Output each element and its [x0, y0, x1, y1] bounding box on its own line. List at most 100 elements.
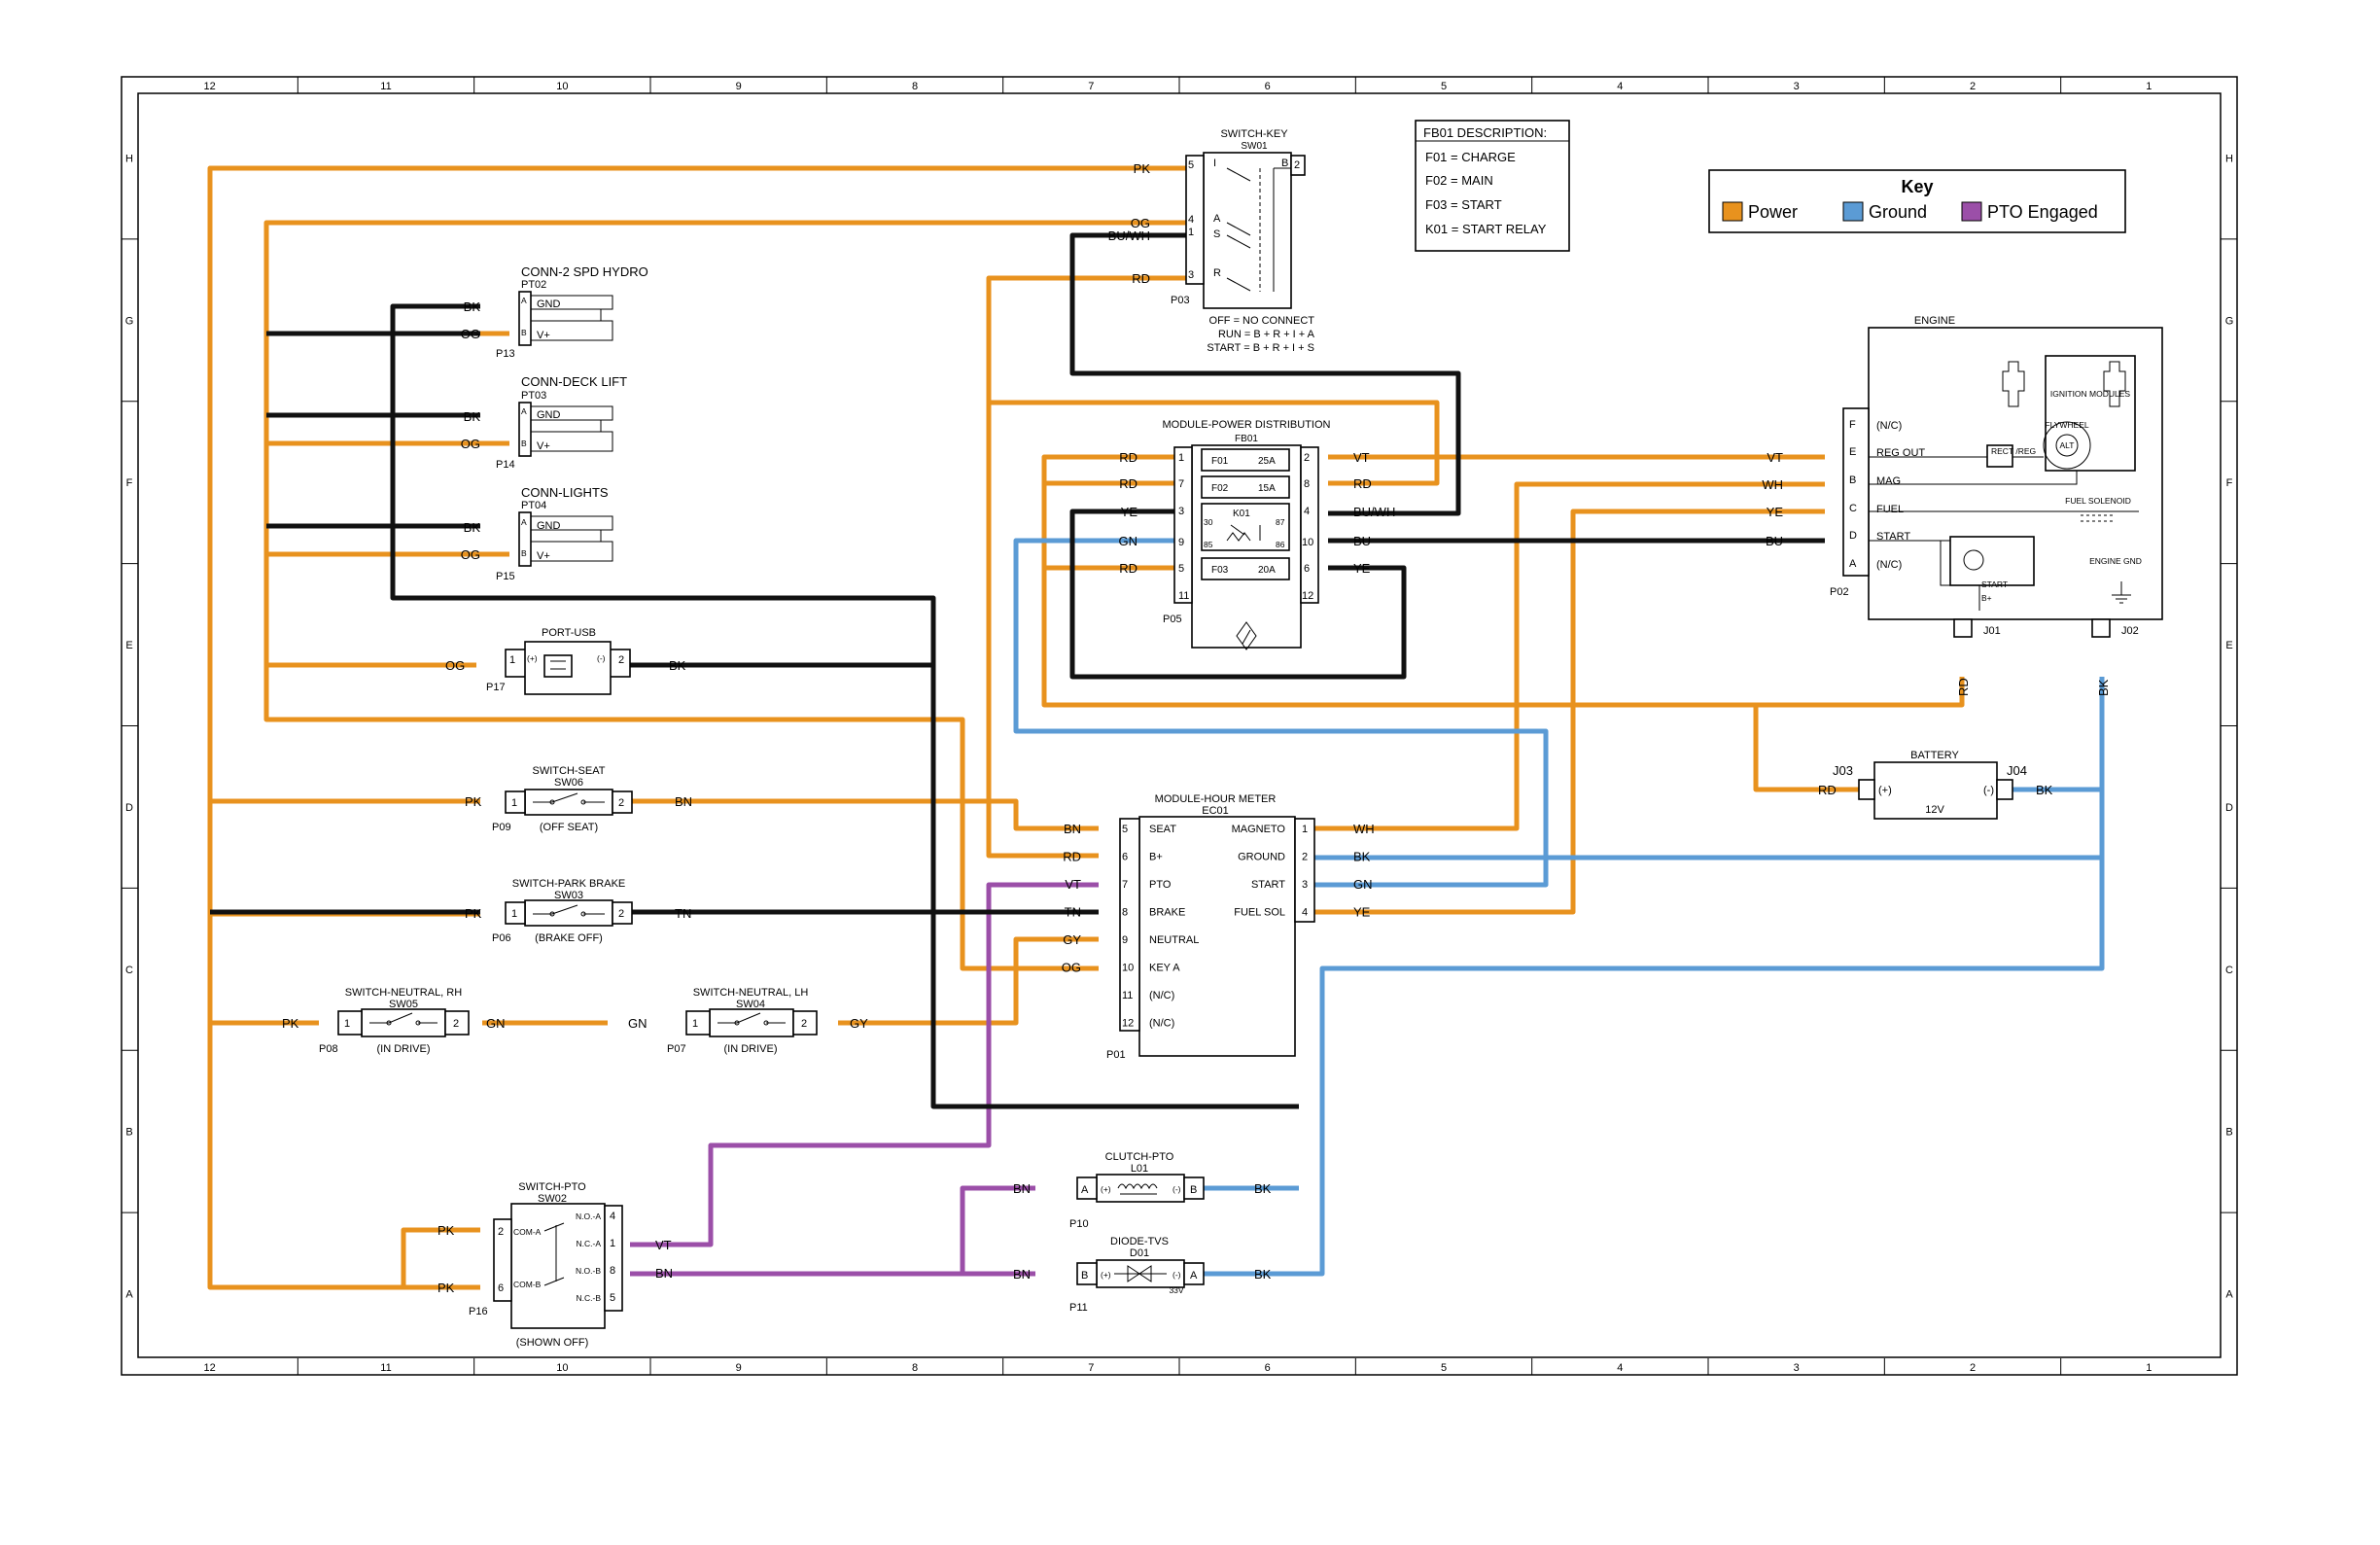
pin-number: 1	[610, 1238, 615, 1249]
pin-label: (N/C)	[1149, 1018, 1174, 1030]
zone-row-label-right: F	[2226, 477, 2233, 489]
wire-label: BU	[1766, 534, 1783, 548]
pin-number: 2	[1294, 159, 1300, 171]
pin-letter: R	[1213, 267, 1221, 279]
pin-label: KEY A	[1149, 963, 1180, 974]
zone-row-label-left: E	[125, 640, 132, 651]
wire-label: RD	[1063, 850, 1081, 864]
component-title: CLUTCH-PTO	[1105, 1151, 1174, 1163]
part-label: FLYWHEEL	[2045, 420, 2088, 430]
wire-label: BK	[464, 299, 481, 314]
pin-label: START	[1251, 879, 1285, 891]
wire-label: BK	[2036, 783, 2053, 797]
zone-column-label-top: 4	[1617, 81, 1623, 92]
pin-number: 5	[610, 1292, 615, 1304]
pin-number: 5	[1178, 563, 1184, 575]
pin-number: 1	[511, 797, 517, 809]
wire-label: BU/WH	[1108, 228, 1150, 243]
pin-sign: (-)	[597, 653, 606, 663]
switch-state: (IN DRIVE)	[724, 1043, 778, 1055]
part-label: IGNITION MODULES	[2050, 389, 2131, 399]
wire-label: BK	[669, 658, 686, 673]
zone-column-label-bottom: 11	[380, 1362, 391, 1374]
component-title: SWITCH-PARK BRAKE	[512, 878, 626, 890]
legend-power-label: Power	[1748, 202, 1798, 222]
switch-neutral-lh-sw04: SWITCH-NEUTRAL, LH SW04 1 2 (IN DRIVE) P…	[628, 987, 868, 1055]
pin-number: 2	[618, 908, 624, 920]
ground-wires	[1013, 538, 2105, 1277]
pin-number: 2	[498, 1226, 504, 1238]
pin-number: 1	[344, 1018, 350, 1030]
pin-sign: (-)	[1172, 1184, 1181, 1194]
pin-label: COM-A	[513, 1227, 542, 1237]
component-title: SWITCH-NEUTRAL, LH	[693, 987, 809, 999]
fuse-id: F01	[1211, 456, 1229, 467]
power-distribution-module: MODULE-POWER DISTRIBUTION FB01 F01 25A F…	[1119, 419, 1395, 650]
component-id: SW04	[736, 999, 765, 1010]
wire-label: YE	[1353, 905, 1371, 920]
wire-label: OG	[1062, 961, 1081, 975]
conn-deck-lift: CONN-DECK LIFT PT03 A B GND V+ P14 BK OG	[461, 374, 627, 471]
component-title: ENGINE	[1914, 315, 1955, 327]
pin-number: 5	[1188, 159, 1194, 171]
zone-column-label-top: 6	[1265, 81, 1271, 92]
connector-label: P02	[1830, 586, 1849, 598]
component-title: SWITCH-NEUTRAL, RH	[345, 987, 462, 999]
pin-number: 4	[1188, 214, 1194, 226]
connector-label: P14	[496, 459, 515, 471]
key-note: RUN = B + R + I + A	[1218, 329, 1315, 340]
part-label: FUEL SOLENOID	[2065, 496, 2131, 506]
pin-label: START	[1876, 531, 1910, 543]
zone-column-label-bottom: 7	[1088, 1362, 1094, 1374]
pin-number: 9	[1122, 934, 1128, 946]
zone-row-label-right: G	[2225, 315, 2234, 327]
wire-label: BK	[1254, 1181, 1272, 1196]
pin-number: 10	[1122, 963, 1134, 974]
wire-label: BU/WH	[1353, 505, 1395, 519]
component-title: CONN-LIGHTS	[521, 485, 609, 500]
fuse-rating: 25A	[1258, 456, 1276, 467]
wire-label: PK	[438, 1281, 455, 1295]
pin-letter: A	[1213, 213, 1221, 225]
pin-number: 1	[1178, 452, 1184, 464]
switch-state: (OFF SEAT)	[540, 822, 598, 833]
pin-number: 4	[1302, 907, 1308, 919]
part-label: START	[1981, 579, 2008, 589]
connector-label: P15	[496, 571, 515, 582]
conn-2spd-hydro: CONN-2 SPD HYDRO PT02 A B GND V+ P13 BK …	[461, 264, 648, 360]
connector-label: P09	[492, 822, 511, 833]
fuse-rating: 15A	[1258, 483, 1276, 494]
relay-pin: 85	[1204, 540, 1213, 549]
pin-number: 12	[1122, 1018, 1134, 1030]
component-id: D01	[1130, 1247, 1149, 1259]
part-label: ALT	[2060, 440, 2075, 450]
pin-label: GND	[537, 298, 561, 310]
wire-label: OG	[461, 327, 480, 341]
pin-label: BRAKE	[1149, 907, 1185, 919]
jack-label: J02	[2121, 625, 2139, 637]
legend-power-swatch	[1722, 201, 1743, 222]
pin-number: 5	[1122, 824, 1128, 835]
pin-label: N.O.-A	[576, 1211, 601, 1221]
connector-label: P01	[1106, 1049, 1126, 1061]
wire-label: BN	[1064, 822, 1081, 836]
component-id: EC01	[1202, 805, 1229, 817]
wire-label: VT	[655, 1238, 672, 1252]
pin-letter: D	[1849, 530, 1857, 542]
legend-ground-swatch	[1842, 201, 1864, 222]
zone-row-label-right: C	[2225, 965, 2233, 976]
pin-number: 4	[1304, 506, 1310, 517]
pin-letter: B	[521, 439, 527, 448]
pin-label: COM-B	[513, 1280, 542, 1289]
zone-column-label-top: 10	[556, 81, 568, 92]
pin-letter: B	[1849, 474, 1856, 486]
component-id: SW03	[554, 890, 583, 901]
pin-label: N.O.-B	[576, 1266, 601, 1276]
zone-column-label-top: 1	[2146, 81, 2152, 92]
pin-label: V+	[537, 550, 550, 562]
wire-label: BK	[2096, 679, 2111, 696]
wire-label: RD	[1119, 450, 1138, 465]
pin-number: 2	[1304, 452, 1310, 464]
